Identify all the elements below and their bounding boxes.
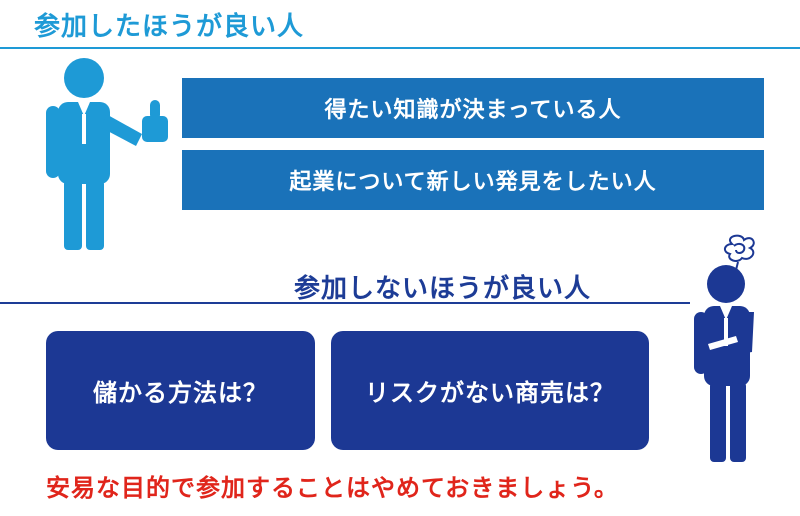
person-thumbs-up-icon xyxy=(46,58,168,250)
person-confused-icon xyxy=(694,234,755,462)
section-title-not-recommended: 参加しないほうが良い人 xyxy=(294,274,592,304)
not-recommended-item-1: 儲かる方法は？ xyxy=(46,331,315,450)
not-recommended-item-2: リスクがない商売は？ xyxy=(331,331,649,450)
recommended-item-1: 得たい知識が決まっている人 xyxy=(182,78,764,138)
section-divider-recommended xyxy=(0,47,800,49)
section-title-recommended: 参加したほうが良い人 xyxy=(34,12,305,42)
recommended-item-2: 起業について新しい発見をしたい人 xyxy=(182,150,764,210)
section-divider-not-recommended xyxy=(0,302,690,304)
footer-warning-note: 安易な目的で参加することはやめておきましょう。 xyxy=(46,474,619,502)
